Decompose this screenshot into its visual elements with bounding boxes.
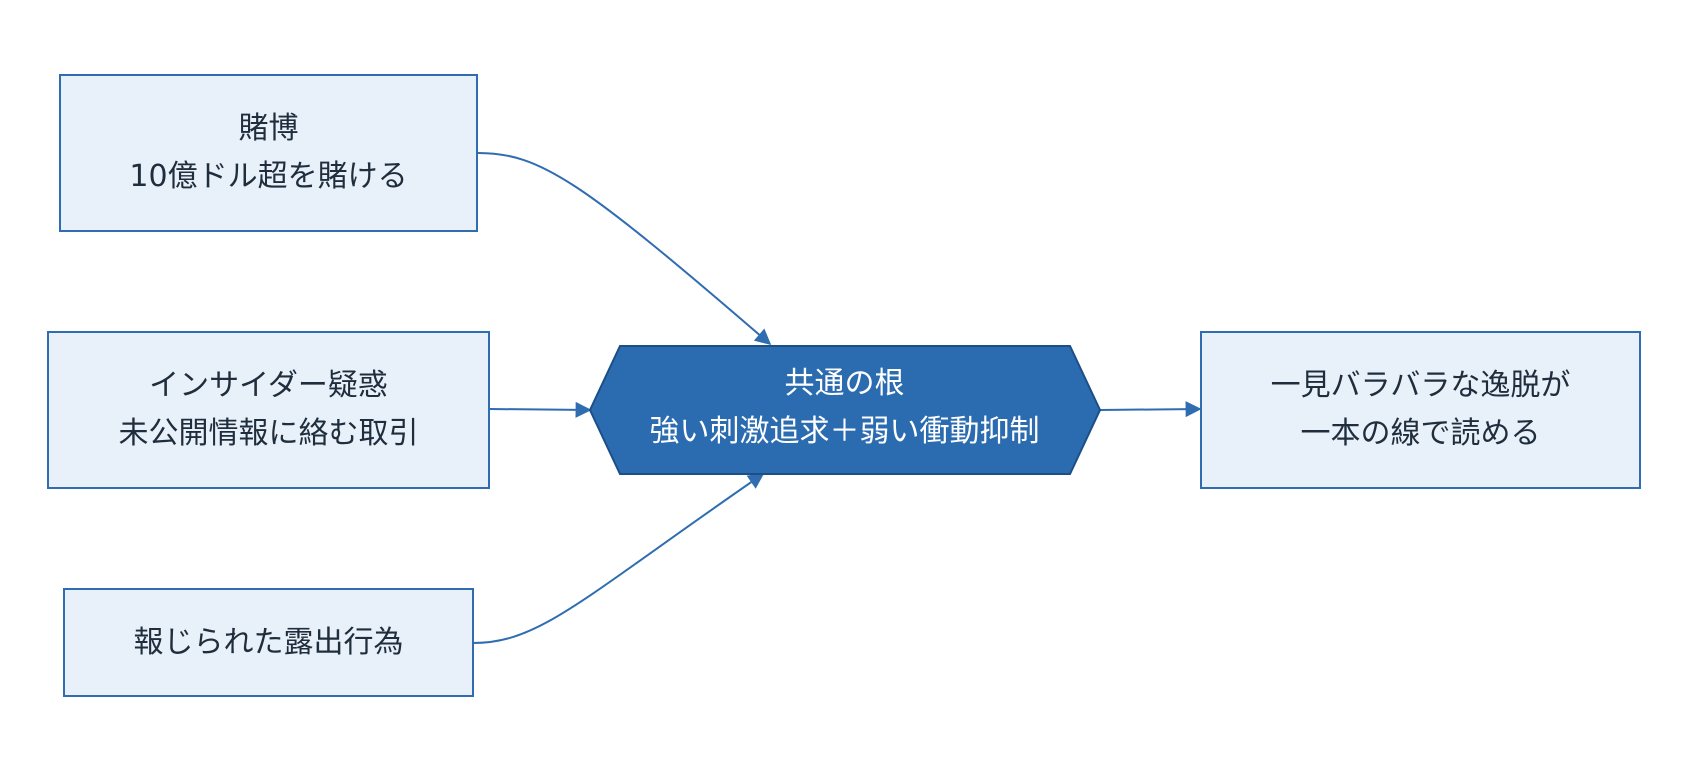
node-gambling-detail: 10億ドル超を賭ける	[129, 159, 408, 194]
node-conclusion-line1: 一見バラバラな逸脱が	[1270, 368, 1571, 403]
node-gambling: 賭博 10億ドル超を賭ける	[59, 74, 478, 232]
node-insider-title: インサイダー疑惑	[149, 368, 388, 403]
node-insider: インサイダー疑惑 未公開情報に絡む取引	[47, 331, 490, 489]
edge-insider-to-root	[489, 401, 592, 418]
node-conclusion: 一見バラバラな逸脱が 一本の線で読める	[1200, 331, 1641, 489]
node-exposure: 報じられた露出行為	[63, 588, 474, 697]
node-root-detail: 強い刺激追求＋弱い衝動抑制	[649, 414, 1040, 449]
node-root: 共通の根 強い刺激追求＋弱い衝動抑制	[589, 344, 1100, 472]
node-gambling-title: 賭博	[238, 111, 299, 146]
edge-root-to-conclusion	[1099, 401, 1202, 418]
node-exposure-title: 報じられた露出行為	[133, 624, 404, 660]
edge-gambling-to-root	[477, 152, 772, 346]
node-insider-detail: 未公開情報に絡む取引	[118, 416, 419, 451]
edge-exposure-to-root	[472, 473, 765, 644]
root-node-shape	[588, 345, 1102, 475]
node-conclusion-line2: 一本の線で読める	[1300, 416, 1541, 451]
node-root-title: 共通の根	[784, 366, 905, 401]
